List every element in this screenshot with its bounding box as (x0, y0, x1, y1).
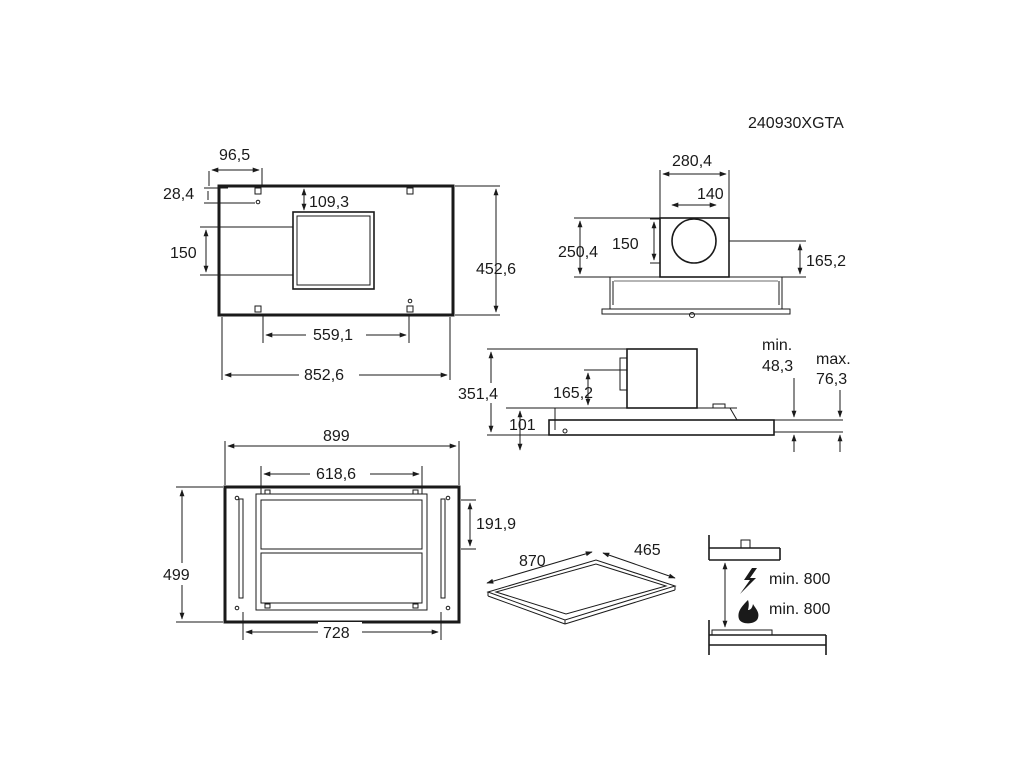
dim-offset-x: 96,5 (219, 147, 250, 164)
gas-clearance-label: min. 800 (769, 601, 830, 618)
dim-inner-width: 559,1 (313, 327, 353, 344)
dim-outlet-height: 150 (612, 236, 639, 253)
iso-view: 870 465 (486, 542, 677, 625)
dim-outlet-offset: 165,2 (806, 253, 846, 270)
dim-height: 499 (163, 567, 190, 584)
electric-clearance-label: min. 800 (769, 571, 830, 588)
dim-offset-y: 28,4 (163, 186, 194, 203)
dim-duct-height: 150 (170, 245, 197, 262)
dim-iso-depth: 465 (634, 542, 661, 559)
dim-total-height: 351,4 (458, 386, 498, 403)
max-value: 76,3 (816, 371, 847, 388)
dim-inner-width-cutout: 618,6 (316, 466, 356, 483)
dim-depth: 452,6 (476, 261, 516, 278)
cutout-view: 899 618,6 499 191,9 728 (163, 428, 516, 642)
dim-motor-height: 165,2 (553, 385, 593, 402)
clearance-view: min. 800 min. 800 (708, 535, 830, 655)
min-label: min. (762, 337, 792, 354)
dim-panel-height: 101 (509, 417, 536, 434)
min-value: 48,3 (762, 358, 793, 375)
section-view: 351,4 165,2 101 min. 48,3 max. 76,3 (457, 337, 851, 452)
dim-strip-height: 191,9 (476, 516, 516, 533)
dim-bottom-width: 728 (323, 625, 350, 642)
top-view: 96,5 28,4 109,3 150 452,6 559,1 852,6 (163, 147, 516, 384)
dim-overall-height: 250,4 (558, 244, 598, 261)
dim-motor-width: 280,4 (672, 153, 712, 170)
electric-icon (740, 568, 757, 594)
flame-icon (738, 600, 759, 624)
max-label: max. (816, 351, 851, 368)
dim-duct-offset: 109,3 (309, 194, 349, 211)
dim-outlet-diameter: 140 (697, 186, 724, 203)
dim-outer-width: 899 (323, 428, 350, 445)
dim-iso-length: 870 (519, 553, 546, 570)
dim-width: 852,6 (304, 367, 344, 384)
model-code: 240930XGTA (748, 115, 844, 132)
side-view: 280,4 140 150 250,4 165,2 (558, 153, 846, 318)
